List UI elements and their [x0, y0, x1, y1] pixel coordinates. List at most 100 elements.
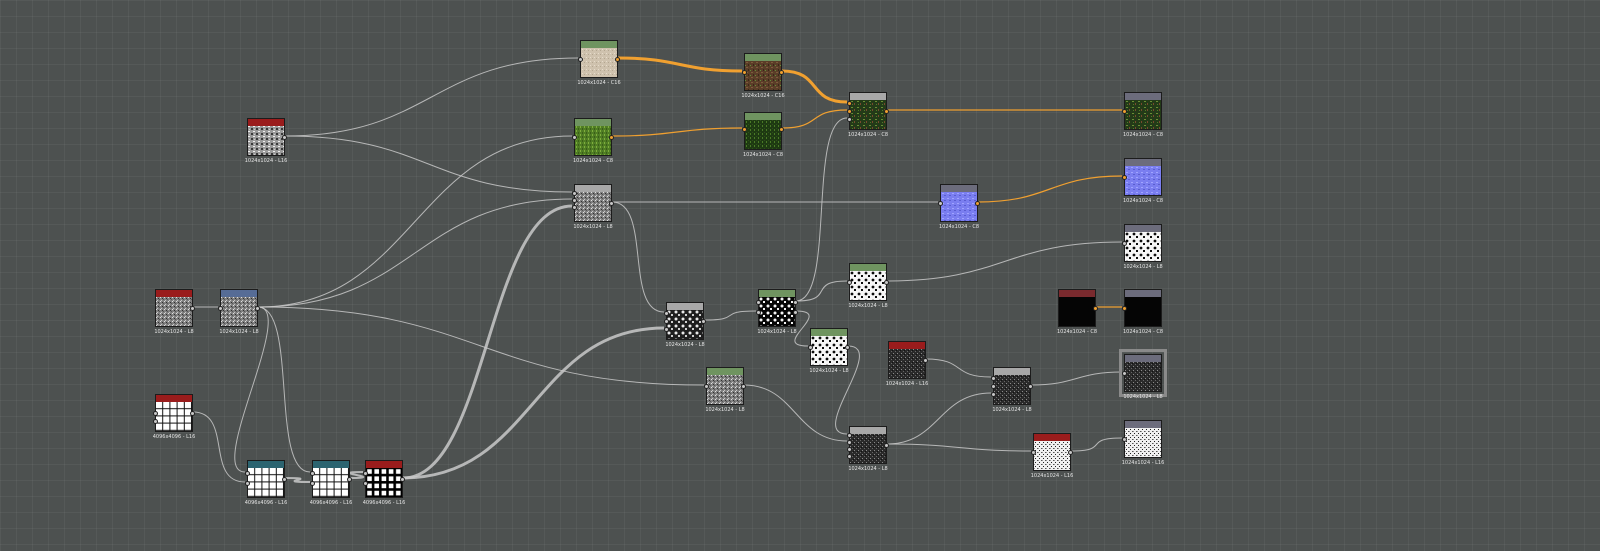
wire-noise_blue-to-height_blend[interactable] [257, 198, 573, 308]
graph-node-noise_red_r[interactable]: 1024x1024 - L16 [1031, 433, 1073, 479]
graph-node-shapes_black[interactable]: 1024x1024 - L8 [756, 289, 798, 335]
input-port[interactable] [153, 418, 158, 424]
input-port[interactable] [572, 134, 577, 140]
node-header[interactable] [1059, 290, 1095, 297]
node-header[interactable] [759, 290, 795, 297]
node-header[interactable] [1125, 159, 1161, 166]
graph-node-out_black[interactable]: 1024x1024 - C8 [1122, 289, 1163, 335]
graph-node-noise_green_mid[interactable]: 1024x1024 - L8 [704, 367, 746, 413]
graph-node-grid_red[interactable]: 4096x4096 - L16 [363, 460, 405, 506]
input-port[interactable] [847, 439, 852, 445]
wire-noise_blue-to-grass_green[interactable] [257, 135, 573, 308]
wire-tile_grid-to-grid_teal1[interactable] [192, 411, 246, 483]
output-port[interactable] [779, 69, 784, 75]
graph-node-dark_blend[interactable]: 1024x1024 - L8 [991, 367, 1033, 413]
wire-grid_teal1-to-grid_teal2[interactable] [284, 477, 311, 483]
node-header[interactable] [811, 329, 847, 336]
wire-height2-to-noise_red_r[interactable] [886, 443, 1032, 452]
input-port[interactable] [245, 470, 250, 476]
wire-noise_blue-to-grid_teal1[interactable] [234, 306, 269, 473]
input-port[interactable] [363, 480, 368, 486]
node-header[interactable] [313, 461, 349, 468]
input-port[interactable] [742, 126, 747, 132]
graph-node-out_normal[interactable]: 1024x1024 - C8 [1122, 158, 1163, 204]
input-port[interactable] [847, 453, 852, 459]
node-header[interactable] [1125, 421, 1161, 428]
node-header[interactable] [850, 93, 886, 100]
node-header[interactable] [1125, 355, 1161, 362]
node-header[interactable] [941, 185, 977, 192]
node-header[interactable] [850, 427, 886, 434]
output-port[interactable] [615, 56, 620, 62]
input-port[interactable] [847, 116, 852, 122]
node-header[interactable] [707, 368, 743, 375]
node-header[interactable] [745, 113, 781, 120]
output-port[interactable] [975, 200, 980, 206]
node-header[interactable] [221, 290, 257, 297]
graph-node-noise_blue[interactable]: 1024x1024 - L8 [218, 289, 260, 335]
input-port[interactable] [847, 108, 852, 114]
graph-node-grid_teal2[interactable]: 4096x4096 - L16 [310, 460, 352, 506]
node-header[interactable] [248, 119, 284, 126]
node-header[interactable] [575, 119, 611, 126]
input-port[interactable] [572, 204, 577, 210]
input-port[interactable] [847, 432, 852, 438]
wire-noise_blue-to-noise_green_mid[interactable] [257, 306, 705, 386]
wire-height2-to-dark_blend[interactable] [886, 392, 992, 445]
node-header[interactable] [745, 54, 781, 61]
input-port[interactable] [310, 470, 315, 476]
node-header[interactable] [575, 185, 611, 192]
input-port[interactable] [1122, 305, 1127, 311]
input-port[interactable] [363, 470, 368, 476]
output-port[interactable] [1028, 383, 1033, 389]
output-port[interactable] [1068, 449, 1073, 455]
input-port[interactable] [153, 410, 158, 416]
input-port[interactable] [938, 200, 943, 206]
graph-node-grass_green[interactable]: 1024x1024 - C8 [572, 118, 614, 164]
input-port[interactable] [1122, 174, 1127, 180]
input-port[interactable] [664, 318, 669, 324]
output-port[interactable] [741, 383, 746, 389]
input-port[interactable] [572, 197, 577, 203]
node-header[interactable] [366, 461, 402, 468]
wire-shapes_black-to-shapes_white[interactable] [795, 280, 848, 302]
graph-node-out_bright[interactable]: 1024x1024 - L16 [1122, 420, 1164, 466]
wire-noise_blue-to-grid_teal2[interactable] [257, 306, 311, 473]
input-port[interactable] [704, 383, 709, 389]
input-port[interactable] [1122, 370, 1127, 376]
node-header[interactable] [1125, 225, 1161, 232]
node-header[interactable] [850, 264, 886, 271]
graph-node-grass_soil[interactable]: 1024x1024 - C16 [741, 53, 785, 99]
wire-grass_dark-to-blend_main[interactable] [781, 109, 848, 129]
output-port[interactable] [884, 108, 889, 114]
input-port[interactable] [756, 299, 761, 305]
wire-shapes_black-to-blend_main[interactable] [795, 117, 848, 302]
wire-grass_base-to-grass_soil[interactable] [617, 56, 743, 73]
output-port[interactable] [347, 476, 352, 482]
input-port[interactable] [991, 391, 996, 397]
output-port[interactable] [923, 357, 928, 363]
output-port[interactable] [845, 344, 850, 350]
input-port[interactable] [310, 480, 315, 486]
graph-node-shapes_white[interactable]: 1024x1024 - L8 [847, 263, 889, 309]
wire-noise_green_mid-to-height2[interactable] [743, 384, 848, 442]
output-port[interactable] [779, 126, 784, 132]
graph-node-height_blend[interactable]: 1024x1024 - L8 [572, 184, 614, 230]
node-header[interactable] [156, 290, 192, 297]
graph-node-out_mask[interactable]: 1024x1024 - L8 [1122, 224, 1163, 270]
graph-node-shapes_white2[interactable]: 1024x1024 - L8 [808, 328, 850, 374]
output-port[interactable] [282, 134, 287, 140]
graph-node-out_basecolor[interactable]: 1024x1024 - C8 [1122, 92, 1163, 138]
input-port[interactable] [1122, 240, 1127, 246]
wire-dark_blend-to-out_dark[interactable] [1030, 371, 1123, 386]
node-header[interactable] [248, 461, 284, 468]
input-port[interactable] [847, 446, 852, 452]
output-port[interactable] [609, 134, 614, 140]
output-port[interactable] [1093, 305, 1098, 311]
output-port[interactable] [884, 442, 889, 448]
input-port[interactable] [1122, 108, 1127, 114]
input-port[interactable] [664, 326, 669, 332]
wire-normal_node-to-out_normal[interactable] [977, 175, 1123, 203]
input-port[interactable] [218, 305, 223, 311]
graph-node-noise_red_left[interactable]: 1024x1024 - L8 [154, 289, 195, 335]
